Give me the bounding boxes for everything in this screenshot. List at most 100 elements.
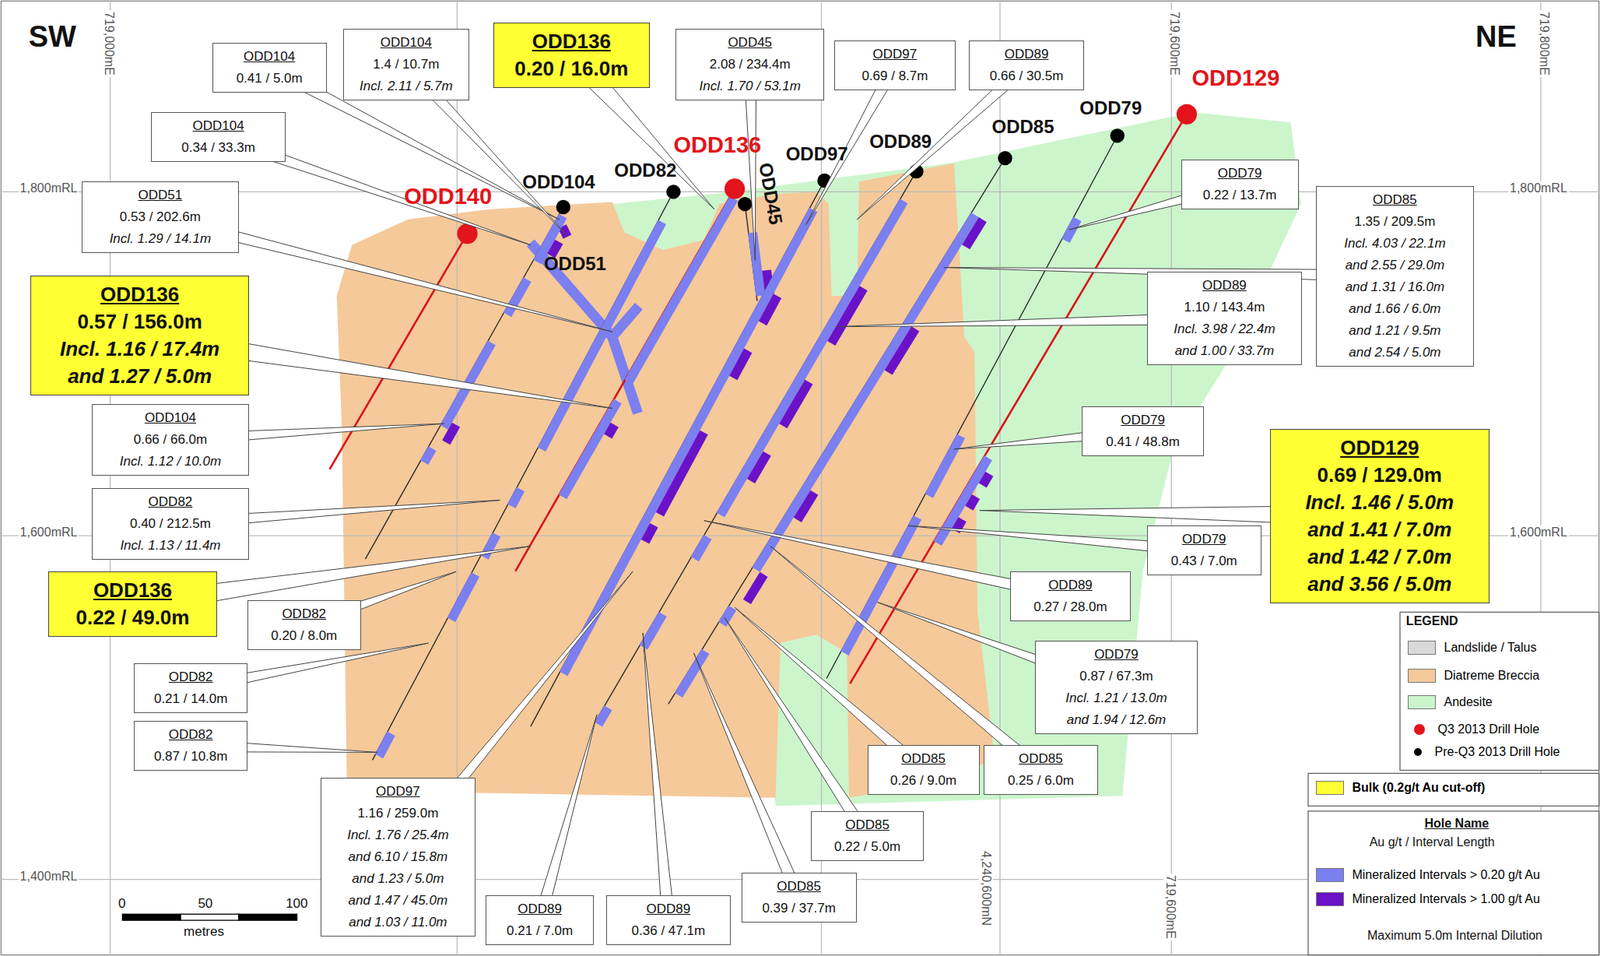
- assay-line: Incl. 1.16 / 17.4m: [37, 335, 243, 363]
- hole-segment: [515, 188, 735, 571]
- hole-label: ODD97: [785, 143, 849, 165]
- interval-callout: ODD820.87 / 10.8m: [133, 720, 248, 771]
- legend-row: Q3 2013 Drill Hole: [1407, 722, 1540, 737]
- hole-segment: [762, 295, 778, 323]
- assay-line: 0.40 / 212.5m: [97, 512, 244, 535]
- assay-line: and 1.94 / 12.6m: [1040, 708, 1193, 731]
- hole-segment: [965, 219, 983, 247]
- hole-collar: [737, 196, 752, 211]
- callout-leader: [770, 546, 1046, 776]
- interval-callout: ODD510.53 / 202.6mIncl. 1.29 / 14.1m: [81, 181, 239, 253]
- legend-swatch: [1315, 867, 1344, 882]
- legend-text: Mineralized Intervals > 0.20 g/t Au: [1351, 867, 1540, 882]
- easting-label: 719,600mE: [1163, 873, 1178, 941]
- elevation-label: 1,600mRL: [18, 525, 80, 540]
- interval-callout: ODD851.35 / 209.5mIncl. 4.03 / 22.1mand …: [1315, 185, 1474, 367]
- scale-unit: metres: [183, 923, 225, 940]
- hole-name: ODD104: [97, 407, 244, 429]
- hole-name: ODD51: [87, 184, 234, 207]
- assay-line: and 1.31 / 16.0m: [1321, 276, 1469, 299]
- hole-segment: [888, 328, 916, 372]
- hole-segment: [628, 198, 734, 383]
- hole-label: ODD129: [1192, 65, 1281, 92]
- assay-line: 0.41 / 48.8m: [1087, 431, 1199, 453]
- assay-line: 0.41 / 5.0m: [217, 67, 322, 90]
- legend-row: Landslide / Talus: [1407, 640, 1537, 655]
- hole-label: ODD51: [543, 252, 607, 275]
- hole-label: ODD82: [614, 159, 677, 182]
- hole-segment: [445, 424, 457, 443]
- easting-label: 719,800mE: [1536, 10, 1551, 78]
- hole-label: ODD89: [869, 130, 932, 153]
- callout-leader: [533, 714, 597, 922]
- legend-text: Diatreme Breccia: [1443, 668, 1540, 683]
- assay-line: Incl. 1.21 / 13.0m: [1040, 687, 1193, 709]
- assay-line: 0.21 / 7.0m: [491, 919, 589, 942]
- bulk-callout: ODD1360.20 / 16.0m: [493, 22, 650, 88]
- legend-symbol: [1414, 747, 1422, 756]
- interval-callout: ODD850.39 / 37.7m: [741, 872, 857, 923]
- hole-name: ODD85: [989, 747, 1093, 770]
- interval-callout: ODD890.27 / 28.0m: [1010, 571, 1131, 622]
- legend-heading: Hole Name: [1424, 816, 1489, 831]
- assay-line: Incl. 1.76 / 25.4m: [326, 824, 471, 846]
- legend-heading: Au g/t / Interval Length: [1369, 835, 1495, 850]
- hole-name: ODD85: [816, 814, 920, 836]
- hole-segment: [668, 157, 1006, 704]
- assay-line: Incl. 1.12 / 10.0m: [97, 450, 244, 473]
- hole-name: ODD89: [1015, 574, 1126, 597]
- elevation-label: 1,800mRL: [1508, 181, 1569, 196]
- legend-frame: [1308, 611, 1600, 955]
- legend-swatch: [1315, 891, 1344, 906]
- assay-line: 0.26 / 9.0m: [873, 769, 975, 792]
- interval-callout: ODD890.21 / 7.0m: [485, 894, 594, 945]
- interval-callout: ODD850.26 / 9.0m: [867, 744, 980, 795]
- legend-row: Mineralized Intervals > 0.20 g/t Au: [1315, 867, 1540, 882]
- legend-swatch: [1407, 668, 1436, 683]
- legend-row: Bulk (0.2g/t Au cut-off): [1315, 780, 1485, 795]
- assay-line: 0.66 / 66.0m: [97, 428, 244, 451]
- hole-segment: [645, 525, 654, 542]
- assay-line: 1.10 / 143.4m: [1152, 296, 1297, 319]
- hole-name: ODD129: [1277, 434, 1483, 462]
- assay-line: Incl. 3.98 / 22.4m: [1152, 318, 1297, 341]
- interval-callout: ODD790.41 / 48.8m: [1081, 406, 1204, 457]
- elevation-label: 1,800mRL: [18, 181, 80, 196]
- legend-symbol: [1414, 723, 1425, 735]
- bulk-callout: ODD1360.22 / 49.0m: [48, 571, 217, 637]
- hole-name: ODD82: [97, 491, 244, 513]
- assay-line: Incl. 1.29 / 14.1m: [87, 228, 234, 250]
- assay-line: and 2.55 / 29.0m: [1321, 254, 1469, 277]
- hole-name: ODD82: [139, 666, 243, 688]
- hole-segment: [659, 432, 705, 515]
- hole-name: ODD136: [55, 576, 210, 604]
- callout-leader: [642, 632, 675, 921]
- assay-line: 0.87 / 67.3m: [1040, 665, 1193, 688]
- hole-label: ODD85: [992, 115, 1055, 138]
- legend-row: Mineralized Intervals > 1.00 g/t Au: [1315, 891, 1540, 906]
- hole-segment: [678, 651, 706, 695]
- hole-name: ODD89: [611, 898, 726, 920]
- hole-collar: [666, 184, 681, 199]
- hole-segment: [782, 382, 809, 427]
- hole-segment: [982, 473, 990, 486]
- assay-line: and 3.56 / 5.0m: [1277, 570, 1483, 598]
- hole-name: ODD136: [500, 28, 643, 56]
- assay-line: 0.53 / 202.6m: [87, 206, 234, 229]
- interval-callout: ODD1041.4 / 10.7mIncl. 2.11 / 5.7m: [343, 28, 471, 101]
- hole-name: ODD97: [839, 43, 951, 66]
- hole-name: ODD79: [1040, 643, 1193, 666]
- interval-callout: ODD1040.66 / 66.0mIncl. 1.12 / 10.0m: [91, 403, 250, 476]
- assay-line: and 1.42 / 7.0m: [1277, 543, 1483, 571]
- assay-line: and 1.03 / 11.0m: [326, 911, 471, 934]
- elevation-label: 1,600mRL: [1508, 525, 1569, 540]
- legend-note: Maximum 5.0m Internal Dilution: [1367, 928, 1543, 943]
- hole-segment: [372, 191, 674, 760]
- legend-text: Q3 2013 Drill Hole: [1437, 722, 1540, 737]
- assay-line: 0.36 / 47.1m: [611, 919, 726, 942]
- side-label: NE: [1475, 20, 1517, 54]
- scale-number: 50: [197, 895, 213, 912]
- hole-segment: [1065, 218, 1078, 241]
- legend-swatch: [1407, 694, 1436, 709]
- legend-text: Andesite: [1443, 694, 1492, 709]
